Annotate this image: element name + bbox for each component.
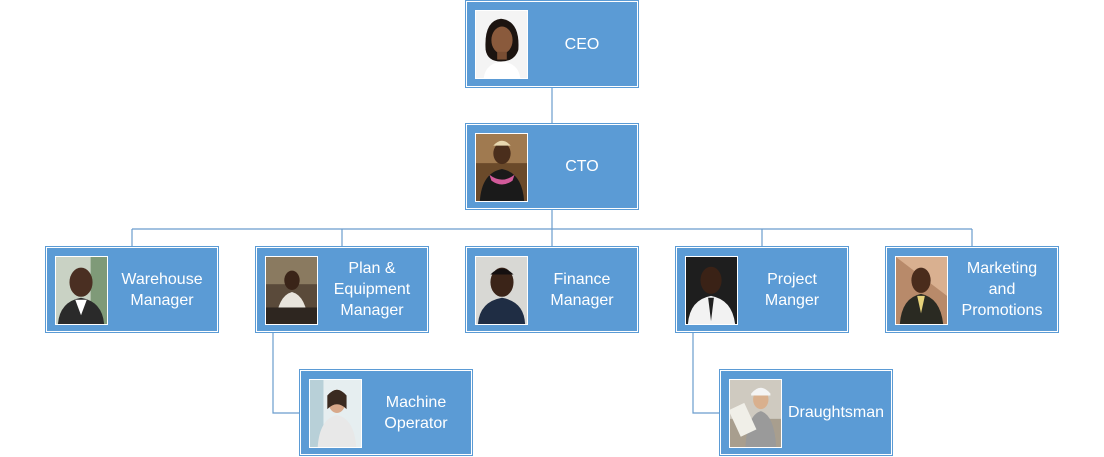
draughtsman-label: Draughtsman (787, 404, 885, 421)
warehouse-manager-photo (55, 256, 108, 325)
machine-operator-photo (309, 379, 362, 448)
node-cto[interactable]: CTO (465, 123, 639, 210)
ceo-photo (475, 10, 528, 79)
ceo-label: CEO (564, 35, 600, 53)
warehouse-manager-label: Warehouse Manager (121, 270, 203, 309)
connector-plan-machine (272, 332, 300, 414)
project-manager-label: Project Manger (764, 270, 820, 309)
project-manager-photo (685, 256, 738, 325)
machine-operator-label: Machine Operator (384, 393, 448, 432)
node-draughtsman[interactable]: Draughtsman (719, 369, 893, 456)
marketing-promotions-label: Marketing and Promotions (961, 260, 1043, 319)
cto-photo (475, 133, 528, 202)
draughtsman-photo (729, 379, 782, 448)
finance-manager-photo (475, 256, 528, 325)
plan-equipment-manager-label: Plan & Equipment Manager (333, 260, 411, 319)
node-plan-equipment-manager[interactable]: Plan & Equipment Manager (255, 246, 429, 333)
node-finance-manager[interactable]: Finance Manager (465, 246, 639, 333)
cto-label: CTO (565, 158, 599, 175)
plan-equipment-manager-photo (265, 256, 318, 325)
node-marketing-promotions[interactable]: Marketing and Promotions (885, 246, 1059, 333)
node-ceo[interactable]: CEO (465, 0, 639, 88)
connector-project-draughtsman (692, 332, 720, 414)
node-machine-operator[interactable]: Machine Operator (299, 369, 473, 456)
node-project-manager[interactable]: Project Manger (675, 246, 849, 333)
marketing-promotions-photo (895, 256, 948, 325)
finance-manager-label: Finance Manager (550, 270, 614, 309)
node-warehouse-manager[interactable]: Warehouse Manager (45, 246, 219, 333)
